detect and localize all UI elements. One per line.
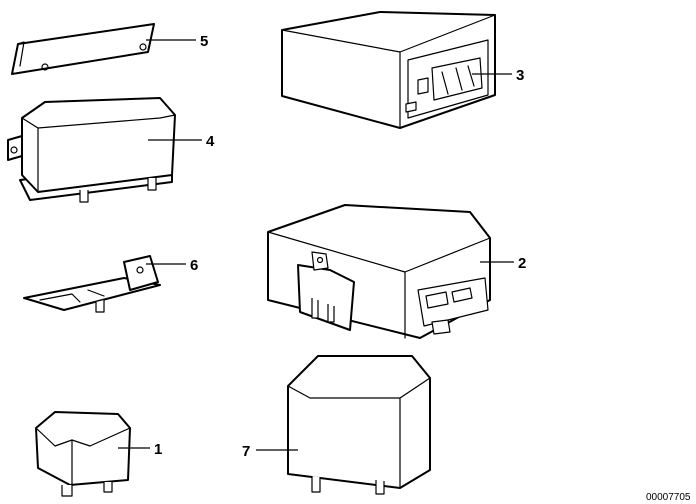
callout-4: 4 [206, 133, 215, 150]
diagram-code: 00007705 [646, 492, 691, 503]
relay-part-1 [35, 411, 150, 497]
callout-2: 2 [518, 255, 526, 272]
callout-3: 3 [516, 67, 524, 84]
module-part-3 [281, 11, 512, 129]
callout-5: 5 [200, 33, 208, 50]
plate-part-6 [23, 255, 186, 313]
callout-6: 6 [190, 257, 198, 274]
callout-7: 7 [242, 443, 250, 460]
bracket-part-5 [11, 23, 196, 75]
relay-part-4 [7, 97, 202, 203]
module-part-2 [267, 204, 514, 339]
relay-part-7 [256, 355, 431, 495]
callout-1: 1 [154, 441, 162, 458]
